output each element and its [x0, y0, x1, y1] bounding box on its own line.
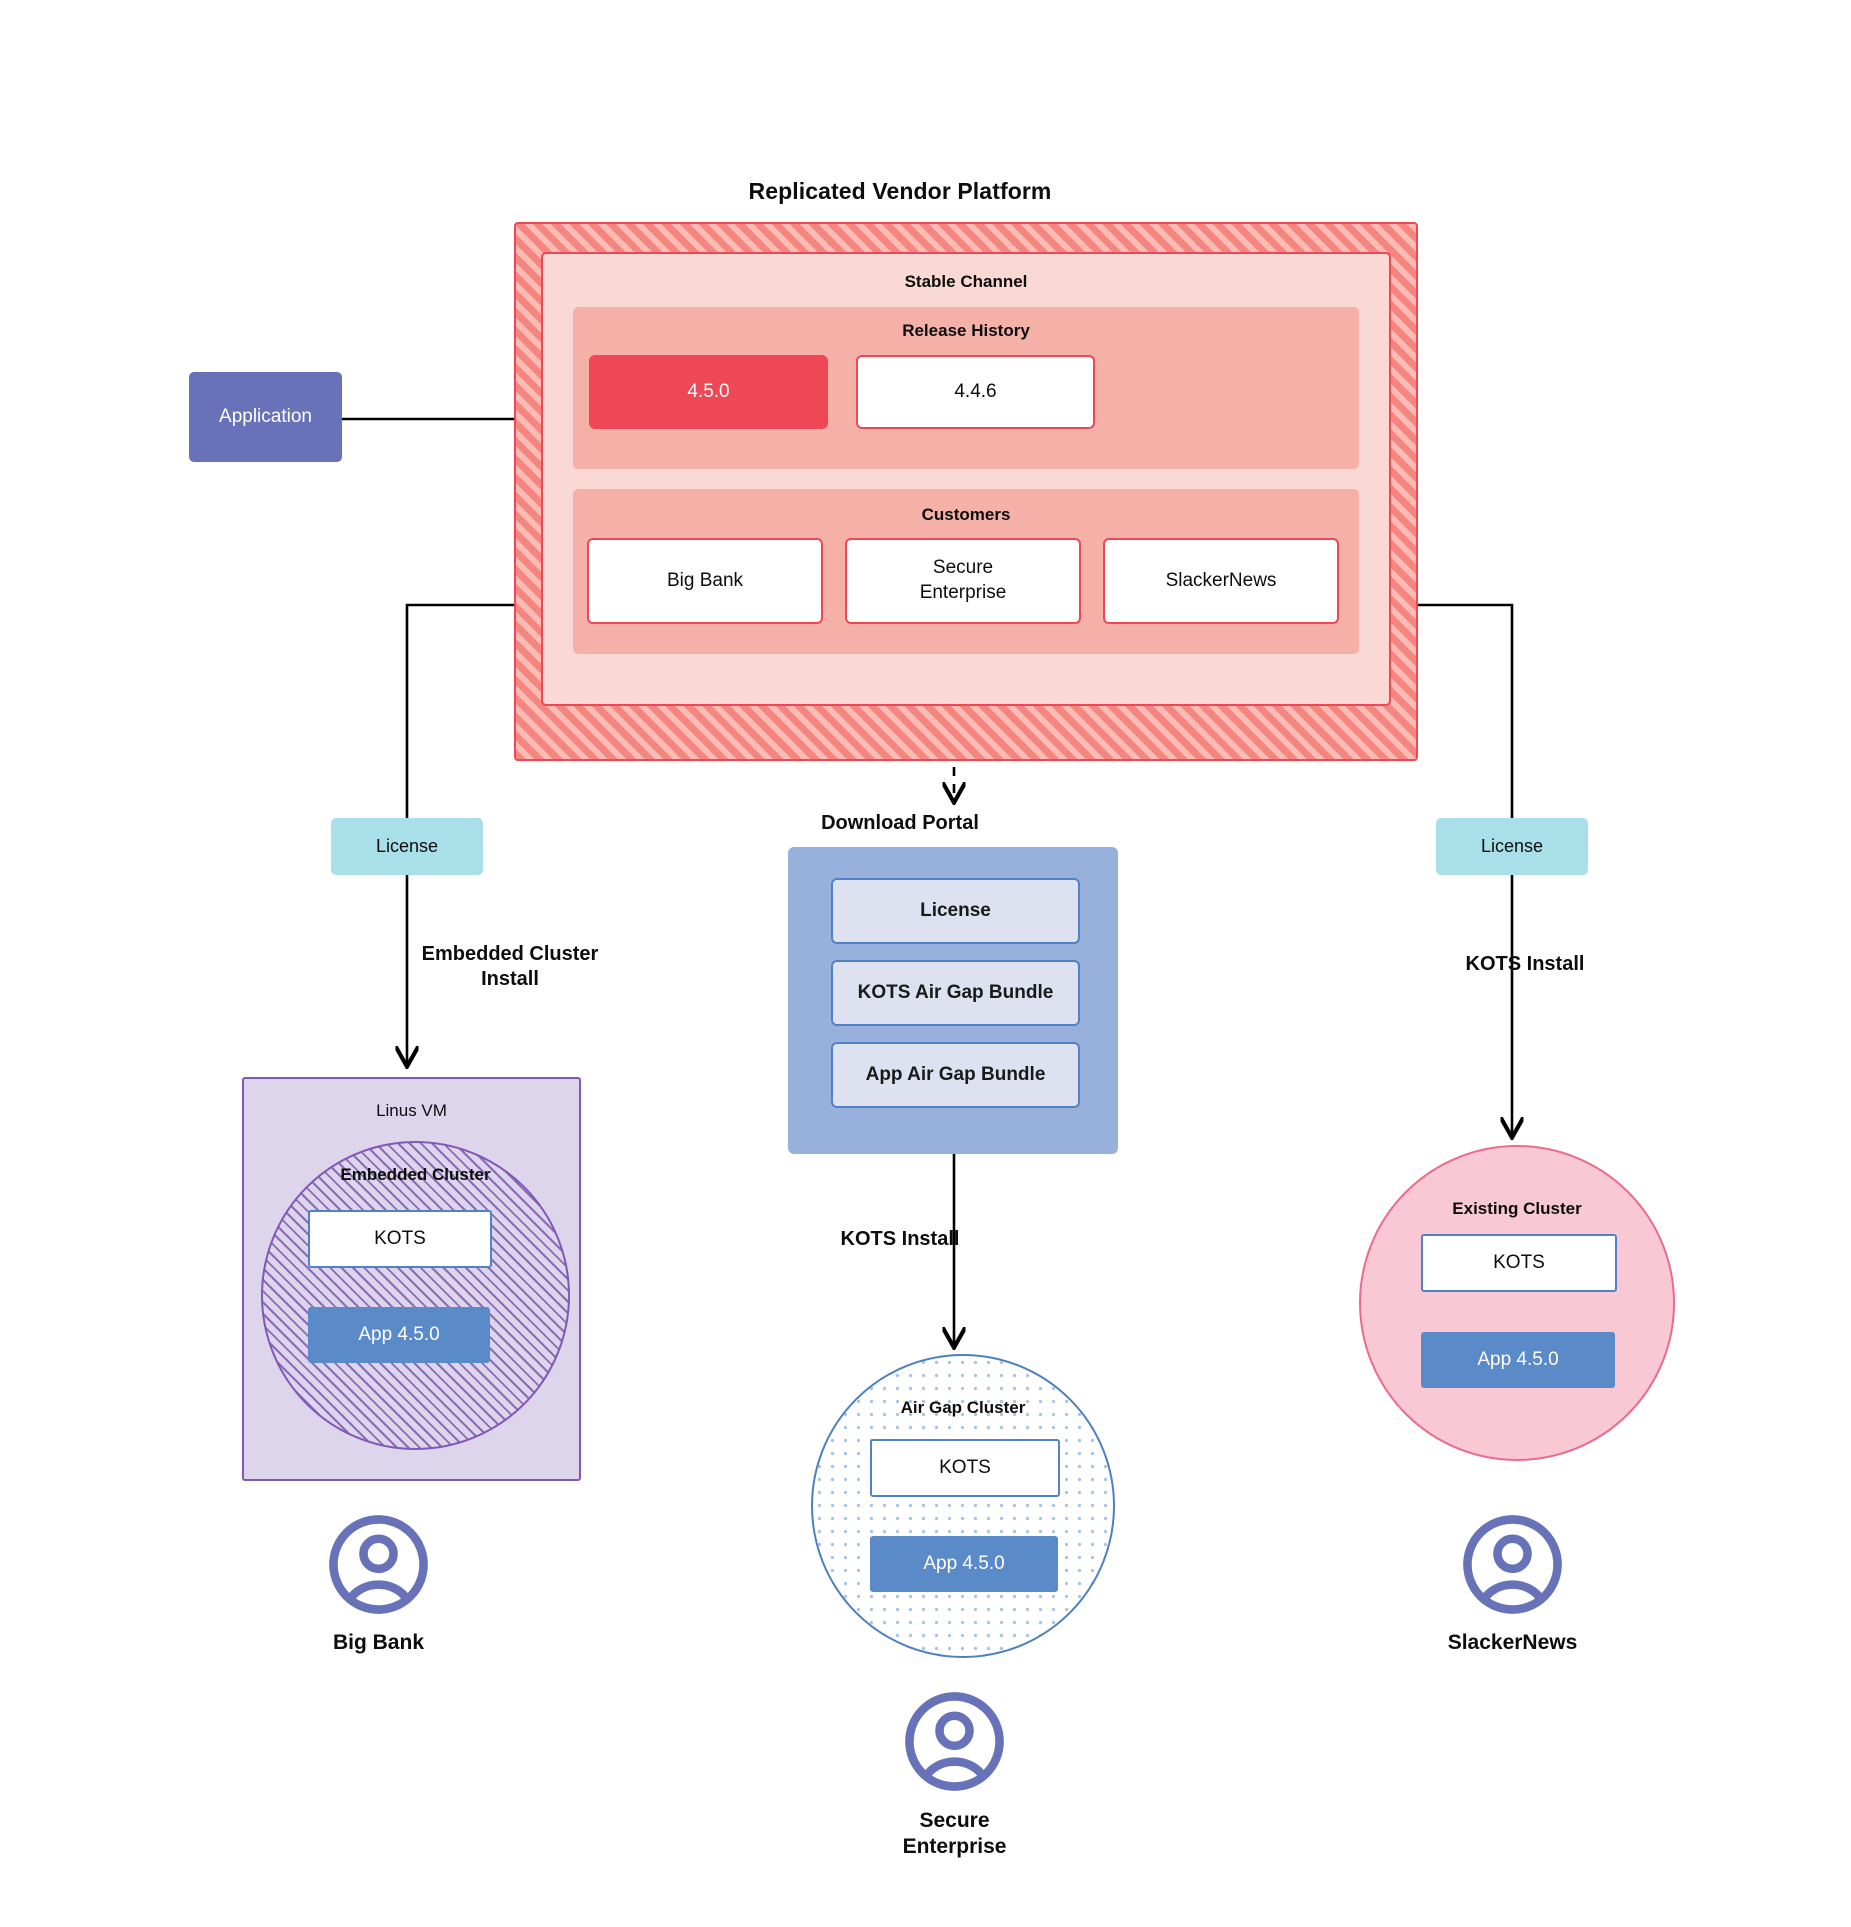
avatar [903, 1690, 1006, 1793]
release-history-container: Release History 4.5.0 4.4.6 [573, 307, 1359, 469]
flow-label-kots-install-right: KOTS Install [1465, 953, 1585, 975]
application-node[interactable]: Application [189, 372, 342, 462]
release-version: 4.5.0 [687, 381, 730, 402]
customers-title: Customers [921, 505, 1011, 524]
kots-box-linuxvm[interactable]: KOTS [308, 1210, 492, 1268]
kots-box-airgap[interactable]: KOTS [870, 1439, 1060, 1497]
embedded-cluster-title: Embedded Cluster [340, 1165, 491, 1184]
release-card-current[interactable]: 4.5.0 [589, 355, 828, 429]
app-box-existing[interactable]: App 4.5.0 [1421, 1332, 1615, 1388]
existing-cluster-circle: Existing Cluster KOTS App 4.5.0 [1359, 1145, 1675, 1461]
release-version: 4.4.6 [954, 381, 997, 402]
kots-label: KOTS [939, 1457, 991, 1478]
avatar [1461, 1513, 1564, 1616]
app-label: App 4.5.0 [1477, 1349, 1559, 1370]
persona-label-big-bank: Big Bank [332, 1631, 424, 1654]
linux-vm-container: Linus VM Embedded Cluster KOTS App 4.5.0 [242, 1077, 581, 1481]
air-gap-cluster-circle: Air Gap Cluster KOTS App 4.5.0 [811, 1354, 1115, 1658]
user-avatar-icon [1463, 1515, 1562, 1614]
customer-name: Big Bank [666, 569, 744, 591]
app-label: App 4.5.0 [358, 1324, 440, 1345]
application-label: Application [219, 406, 312, 427]
customer-card-slackernews[interactable]: SlackerNews [1103, 538, 1339, 624]
portal-item-kots-air-gap-bundle[interactable]: KOTS Air Gap Bundle [831, 960, 1080, 1026]
license-label: License [375, 836, 439, 856]
stable-channel-container: Stable Channel Release History 4.5.0 4.4… [541, 252, 1391, 706]
user-avatar-icon [905, 1692, 1004, 1791]
release-card-previous[interactable]: 4.4.6 [856, 355, 1095, 429]
portal-item-license[interactable]: License [831, 878, 1080, 944]
kots-label: KOTS [1493, 1252, 1545, 1273]
portal-item-app-air-gap-bundle[interactable]: App Air Gap Bundle [831, 1042, 1080, 1108]
linux-vm-title: Linus VM [376, 1101, 447, 1120]
air-gap-cluster-title: Air Gap Cluster [900, 1398, 1026, 1417]
license-chip-left[interactable]: License [331, 818, 483, 875]
customer-name: SlackerNews [1165, 569, 1277, 591]
app-box-airgap[interactable]: App 4.5.0 [870, 1536, 1058, 1592]
vendor-platform-container: Stable Channel Release History 4.5.0 4.4… [514, 222, 1418, 761]
diagram-title: Replicated Vendor Platform [748, 178, 1052, 204]
kots-label: KOTS [374, 1228, 426, 1249]
app-box-linuxvm[interactable]: App 4.5.0 [308, 1307, 490, 1363]
portal-item-label: License [920, 900, 991, 921]
download-portal-container: License KOTS Air Gap Bundle App Air Gap … [788, 847, 1118, 1154]
license-chip-right[interactable]: License [1436, 818, 1588, 875]
portal-item-label: App Air Gap Bundle [865, 1064, 1046, 1085]
customer-card-big-bank[interactable]: Big Bank [587, 538, 823, 624]
kots-box-existing[interactable]: KOTS [1421, 1234, 1617, 1292]
user-avatar-icon [329, 1515, 428, 1614]
release-history-title: Release History [902, 321, 1030, 340]
embedded-cluster-circle: Embedded Cluster KOTS App 4.5.0 [261, 1141, 570, 1450]
existing-cluster-title: Existing Cluster [1452, 1199, 1582, 1218]
flow-label-kots-install-center: KOTS Install [840, 1228, 960, 1250]
release-list: 4.5.0 4.4.6 [573, 355, 1359, 429]
app-label: App 4.5.0 [923, 1553, 1005, 1574]
stable-channel-title: Stable Channel [904, 272, 1028, 291]
download-portal-title: Download Portal [821, 812, 979, 834]
avatar [327, 1513, 430, 1616]
persona-label-slackernews: SlackerNews [1447, 1631, 1578, 1654]
license-label: License [1480, 836, 1544, 856]
portal-item-label: KOTS Air Gap Bundle [857, 982, 1054, 1003]
